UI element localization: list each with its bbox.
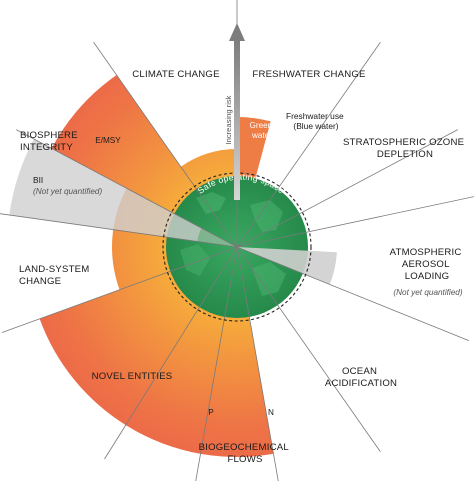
sector-divider-line [16, 129, 238, 248]
sector-divider-line [0, 213, 238, 248]
sector-divider-line [236, 246, 279, 481]
label-land-system-change: LAND-SYSTEM CHANGE [19, 264, 92, 287]
label-biogeochemical-flows: BIOGEOCHEMICAL FLOWS [199, 442, 292, 465]
increasing-risk-label: Increasing risk [224, 95, 233, 144]
sector-divider-line [236, 41, 381, 248]
unquantified-overlays [9, 139, 337, 285]
note-bii-not-quantified: (Not yet quantified) [33, 187, 102, 196]
label-bii: BII [33, 175, 43, 185]
wedge-nitrogen [189, 247, 274, 457]
label-ocean-acidification: OCEAN ACIDIFICATION [325, 366, 397, 389]
label-stratospheric-ozone: STRATOSPHERIC OZONE DEPLETION [343, 137, 467, 160]
sector-divider-line [236, 196, 474, 248]
sector-divider-line [1, 246, 238, 333]
overlay-aerosol [237, 247, 337, 285]
overlay-bii [9, 139, 202, 242]
label-freshwater-change: FRESHWATER CHANGE [252, 69, 365, 80]
label-atmospheric-aerosol: ATMOSPHERIC AEROSOL LOADING [390, 247, 465, 282]
label-phosphorus: P [208, 408, 214, 417]
label-green-water: Green water [249, 121, 274, 140]
label-nitrogen: N [268, 408, 274, 417]
increasing-risk-arrow [229, 23, 245, 200]
label-novel-entities: NOVEL ENTITIES [92, 371, 173, 382]
sector-divider-line [93, 41, 238, 248]
overlay-bii-core [197, 228, 237, 247]
sector-divider-line [236, 129, 458, 248]
sector-divider-line [236, 246, 381, 453]
label-climate-change: CLIMATE CHANGE [132, 69, 219, 80]
label-emsy: E/MSY [95, 136, 121, 145]
label-biosphere-integrity: BIOSPHERE INTEGRITY [20, 130, 81, 153]
sector-divider-line [195, 246, 238, 481]
label-blue-water: Freshwater use (Blue water) [286, 111, 346, 131]
sector-divider-line [236, 246, 469, 342]
note-aerosol-not-quantified: (Not yet quantified) [393, 288, 462, 297]
sector-divider-line [104, 246, 238, 460]
